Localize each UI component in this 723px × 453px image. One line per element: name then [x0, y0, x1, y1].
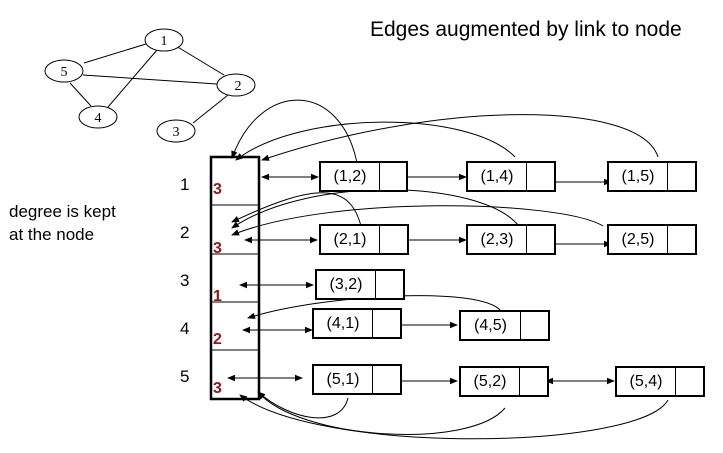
row-label-3: 3: [180, 271, 190, 290]
edge-record-divider: [675, 368, 676, 395]
edge-record: (5,1): [312, 364, 402, 395]
edge-record-label: (1,5): [621, 167, 655, 185]
degree-value-5: 3: [213, 380, 222, 397]
edge-record-label: (4,1): [326, 314, 360, 332]
degree-note-line-2: at the node: [9, 225, 95, 244]
degree-value-3: 1: [213, 288, 222, 305]
edge-record-divider: [375, 271, 376, 298]
edge-record-label: (3,2): [329, 275, 363, 293]
graph-node-label-3: 3: [173, 125, 180, 140]
pointer-curve: [261, 114, 659, 161]
graph-node-label-2: 2: [235, 79, 242, 94]
graph-edge-5-2: [82, 74, 218, 85]
row-label-2: 2: [180, 223, 190, 242]
graph-drawing: [69, 43, 229, 124]
edge-record: (2,1): [319, 224, 409, 255]
edge-record: (2,5): [607, 224, 697, 255]
edge-record-divider: [667, 226, 668, 253]
degree-value-4: 2: [213, 331, 222, 348]
graph-edge-2-3: [192, 94, 229, 124]
edge-record-label: (4,5): [474, 316, 507, 334]
row-label-4: 4: [180, 319, 190, 338]
diagram-title: Edges augmented by link to node: [370, 18, 682, 41]
graph-edge-1-5: [83, 43, 147, 64]
graph-edge-5-4: [69, 82, 92, 107]
edge-record-label: (5,1): [326, 370, 360, 388]
edge-record: (4,1): [312, 308, 402, 339]
list-arrows: [227, 173, 615, 385]
pointer-curve: [235, 121, 516, 161]
graph-node-label-4: 4: [95, 111, 102, 126]
pointer-curve: [231, 99, 358, 164]
graph-nodes: [44, 28, 256, 143]
graph-node-labels: 1 2 5 4 3: [61, 34, 242, 140]
edge-record-divider: [372, 366, 373, 393]
edge-record: (2,3): [466, 224, 556, 255]
edge-record-divider: [379, 163, 380, 190]
edge-record: (5,2): [459, 366, 549, 397]
edge-record-label: (1,4): [480, 167, 514, 185]
edge-record: (1,4): [466, 161, 556, 192]
graph-node-4: [78, 105, 118, 129]
edge-record-divider: [526, 226, 527, 253]
edge-record-divider: [372, 310, 373, 337]
edge-record-divider: [520, 312, 521, 339]
edge-record: (5,4): [615, 366, 705, 397]
node-pointer-curves: [231, 99, 669, 440]
graph-node-2: [216, 73, 256, 97]
edge-record: (3,2): [315, 269, 405, 300]
degree-value-2: 3: [213, 240, 222, 257]
edge-record-label: (5,4): [629, 372, 663, 390]
graph-node-5: [44, 59, 84, 83]
edge-record-label: (2,3): [480, 230, 514, 248]
pointer-curve: [257, 391, 506, 435]
degree-note: degree is kept at the node: [9, 200, 116, 246]
pointer-curve: [231, 205, 604, 236]
edge-record-label: (5,2): [473, 372, 507, 390]
row-label-1: 1: [180, 175, 190, 194]
pointer-curve: [257, 391, 349, 419]
graph-node-3: [156, 119, 196, 143]
edge-record: (4,5): [459, 310, 550, 341]
edge-record-label: (2,5): [621, 230, 655, 248]
graph-node-label-1: 1: [161, 34, 168, 49]
degree-note-line-1: degree is kept: [9, 202, 116, 221]
edge-record-label: (2,1): [333, 230, 367, 248]
graph-edge-1-2: [175, 45, 225, 76]
edge-record-divider: [519, 368, 520, 395]
pointer-curve: [239, 394, 669, 440]
edge-record-label: (1,2): [333, 167, 367, 185]
edge-record-divider: [667, 163, 668, 190]
edge-record: (1,5): [607, 161, 697, 192]
degree-value-1: 3: [213, 181, 222, 198]
graph-node-1: [144, 28, 184, 52]
row-label-5: 5: [180, 367, 190, 386]
graph-node-label-5: 5: [61, 65, 68, 80]
edge-record: (1,2): [319, 161, 408, 192]
edge-record-divider: [526, 163, 527, 190]
pointer-curve: [231, 192, 362, 227]
edge-record-divider: [379, 226, 380, 253]
